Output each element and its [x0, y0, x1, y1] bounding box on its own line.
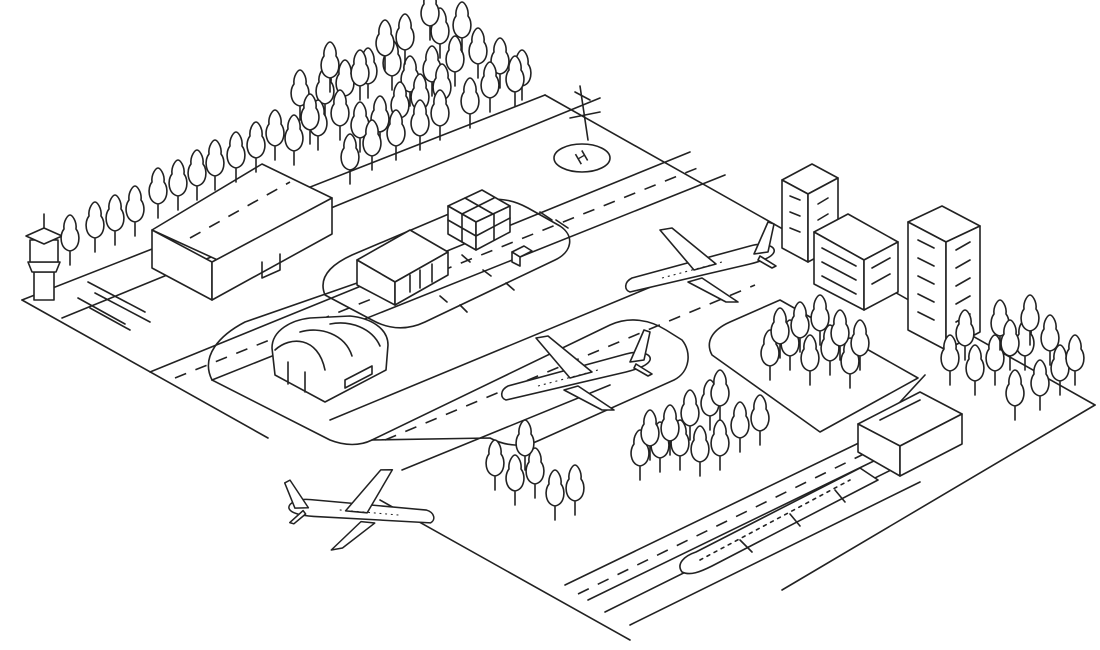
tree-icon: [187, 149, 207, 201]
tunnel-icon: [857, 391, 963, 477]
tree-icon: [125, 185, 145, 237]
cargo-boxes-icon: [447, 189, 533, 267]
tree-icon: [386, 109, 406, 161]
hangar-quonset: [271, 315, 389, 403]
cargo-apron: [322, 198, 571, 329]
tree-icon: [148, 167, 168, 219]
tree-icon: [730, 401, 750, 453]
right-lot: [708, 299, 919, 433]
apron-left: [207, 281, 373, 446]
tree-icon: [485, 439, 505, 491]
airplane-icon: [624, 221, 777, 303]
tree-icon: [205, 139, 225, 191]
apron-center: [371, 319, 689, 446]
office-building-middle: [813, 213, 899, 311]
tree-icon: [1005, 369, 1025, 421]
tree-icon: [460, 77, 480, 129]
tree-icon: [750, 394, 770, 446]
tree-icon: [168, 159, 188, 211]
tree-icon: [330, 89, 350, 141]
tree-icon: [60, 214, 80, 266]
tree-icon: [565, 464, 585, 516]
hangar-large: [151, 163, 333, 301]
control-tower-icon: [25, 213, 63, 301]
office-building-right: [907, 205, 981, 351]
tree-icon: [410, 99, 430, 151]
tree-icon: [965, 344, 985, 396]
tree-icon: [265, 109, 285, 161]
tree-icon: [284, 114, 304, 166]
tree-icon: [545, 469, 565, 521]
warehouse-icon: [356, 229, 449, 306]
tree-icon: [710, 419, 730, 471]
tree-icon: [340, 133, 360, 185]
tree-icon: [85, 201, 105, 253]
taxi-marks: [77, 211, 569, 331]
airplane-icon: [281, 455, 438, 558]
tree-icon: [1065, 334, 1085, 386]
tree-icon: [300, 93, 320, 145]
tree-icon: [525, 447, 545, 499]
train-icon: [679, 467, 879, 575]
tree-icon: [362, 119, 382, 171]
helipad-icon: H: [553, 85, 611, 173]
tree-icon: [1030, 359, 1050, 411]
tree-icon: [430, 89, 450, 141]
tree-icon: [940, 334, 960, 386]
tree-icon: [505, 454, 525, 506]
tree-icon: [480, 61, 500, 113]
tree-icon: [690, 425, 710, 477]
tree-icon: [105, 194, 125, 246]
tree-icon: [800, 334, 820, 386]
tree-icon: [226, 131, 246, 183]
tree-icon: [350, 49, 370, 101]
